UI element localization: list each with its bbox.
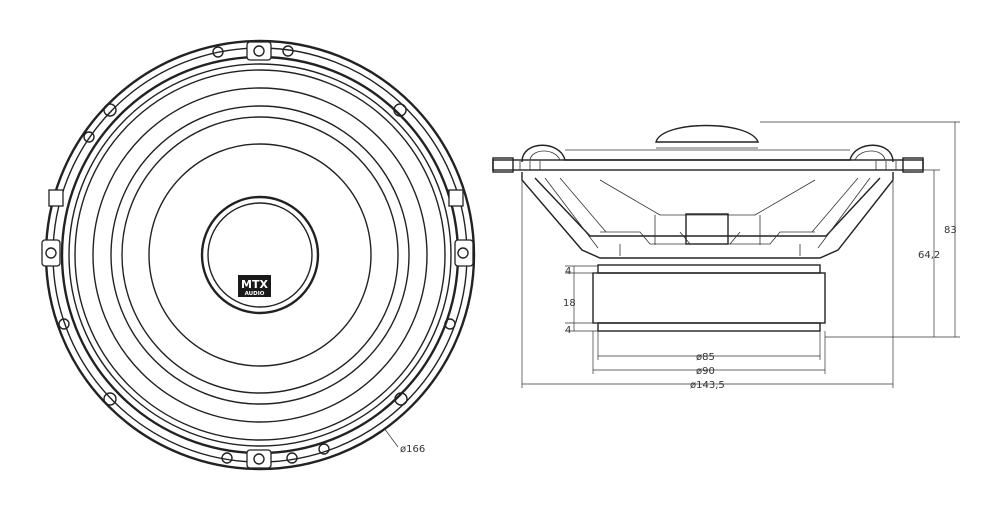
mount-hole	[394, 392, 408, 406]
front-surround-inner	[74, 69, 446, 441]
logo-sub: AUDIO	[245, 291, 265, 297]
magnet-top-plate-label: 4	[565, 266, 571, 277]
mount-hole	[103, 392, 117, 406]
mount-hole	[83, 131, 95, 143]
front-dustcap-outer	[200, 195, 320, 315]
side-flange	[492, 159, 924, 171]
mount-hole	[282, 45, 294, 57]
magnet-diameter-label: ø85	[696, 352, 715, 363]
side-surround	[521, 144, 894, 163]
mount-tab	[48, 189, 64, 207]
mount-hole	[286, 452, 298, 464]
mounting-holes	[58, 45, 456, 464]
magnet-bottom-plate-label: 4	[565, 325, 571, 336]
front-flange-inner	[52, 47, 468, 463]
logo-brand: MTX	[241, 278, 268, 291]
front-cone-ring-3	[121, 116, 399, 394]
side-flange-ridges	[519, 161, 897, 170]
side-basket-outline	[521, 172, 894, 259]
front-surround-line	[68, 63, 452, 447]
magnet-height-label: 18	[563, 298, 576, 309]
mount-tab	[454, 239, 474, 267]
front-diameter-leader	[383, 427, 399, 448]
side-dustcap	[655, 124, 760, 143]
mount-tab	[246, 41, 272, 61]
magnet-height-dims: 4 18 4	[563, 265, 598, 336]
mount-tab-hole	[253, 453, 265, 465]
depth-mount-label: 64,2	[918, 250, 940, 261]
mount-hole	[221, 452, 233, 464]
side-basket-inner	[534, 177, 881, 237]
front-view: MTX AUDIO ø166	[41, 39, 476, 471]
side-basket-struts	[544, 177, 871, 249]
front-cone-ring-2	[110, 105, 410, 405]
side-magnet-bottom-plate	[597, 322, 821, 332]
mount-tab	[448, 189, 464, 207]
depth-dims: 83 64,2	[760, 121, 960, 338]
mount-tab-hole	[253, 45, 265, 57]
front-diameter-label: ø166	[400, 444, 425, 455]
mounting-tabs	[41, 41, 474, 469]
mount-tab-hole	[457, 247, 469, 259]
front-cone-ring-4	[148, 143, 372, 367]
mount-hole	[212, 46, 224, 58]
side-view: 4 18 4 ø85 ø90 ø143,5 83 6	[492, 121, 960, 391]
side-flange-tab-right	[902, 157, 924, 173]
side-magnet-body	[592, 272, 826, 324]
mount-hole	[393, 103, 407, 117]
mount-hole	[444, 318, 456, 330]
front-cone-ring-1	[92, 87, 428, 423]
basket-diameter-label: ø143,5	[690, 380, 725, 391]
brand-logo: MTX AUDIO	[238, 275, 271, 297]
side-terminal	[685, 213, 729, 245]
side-flange-tab-left	[492, 157, 514, 173]
depth-total-label: 83	[944, 225, 957, 236]
front-dustcap-inner	[207, 202, 313, 308]
side-surround-inner	[529, 150, 886, 161]
mount-hole	[318, 443, 330, 455]
mount-hole	[58, 318, 70, 330]
mount-tab	[41, 239, 61, 267]
side-magnet-top-plate	[597, 264, 821, 274]
horizontal-dims: ø85 ø90 ø143,5	[521, 180, 894, 391]
mount-tab-hole	[45, 247, 57, 259]
mount-hole	[103, 103, 117, 117]
cutout-diameter-label: ø90	[696, 366, 715, 377]
logo-background	[238, 275, 271, 297]
mount-tab	[246, 449, 272, 469]
